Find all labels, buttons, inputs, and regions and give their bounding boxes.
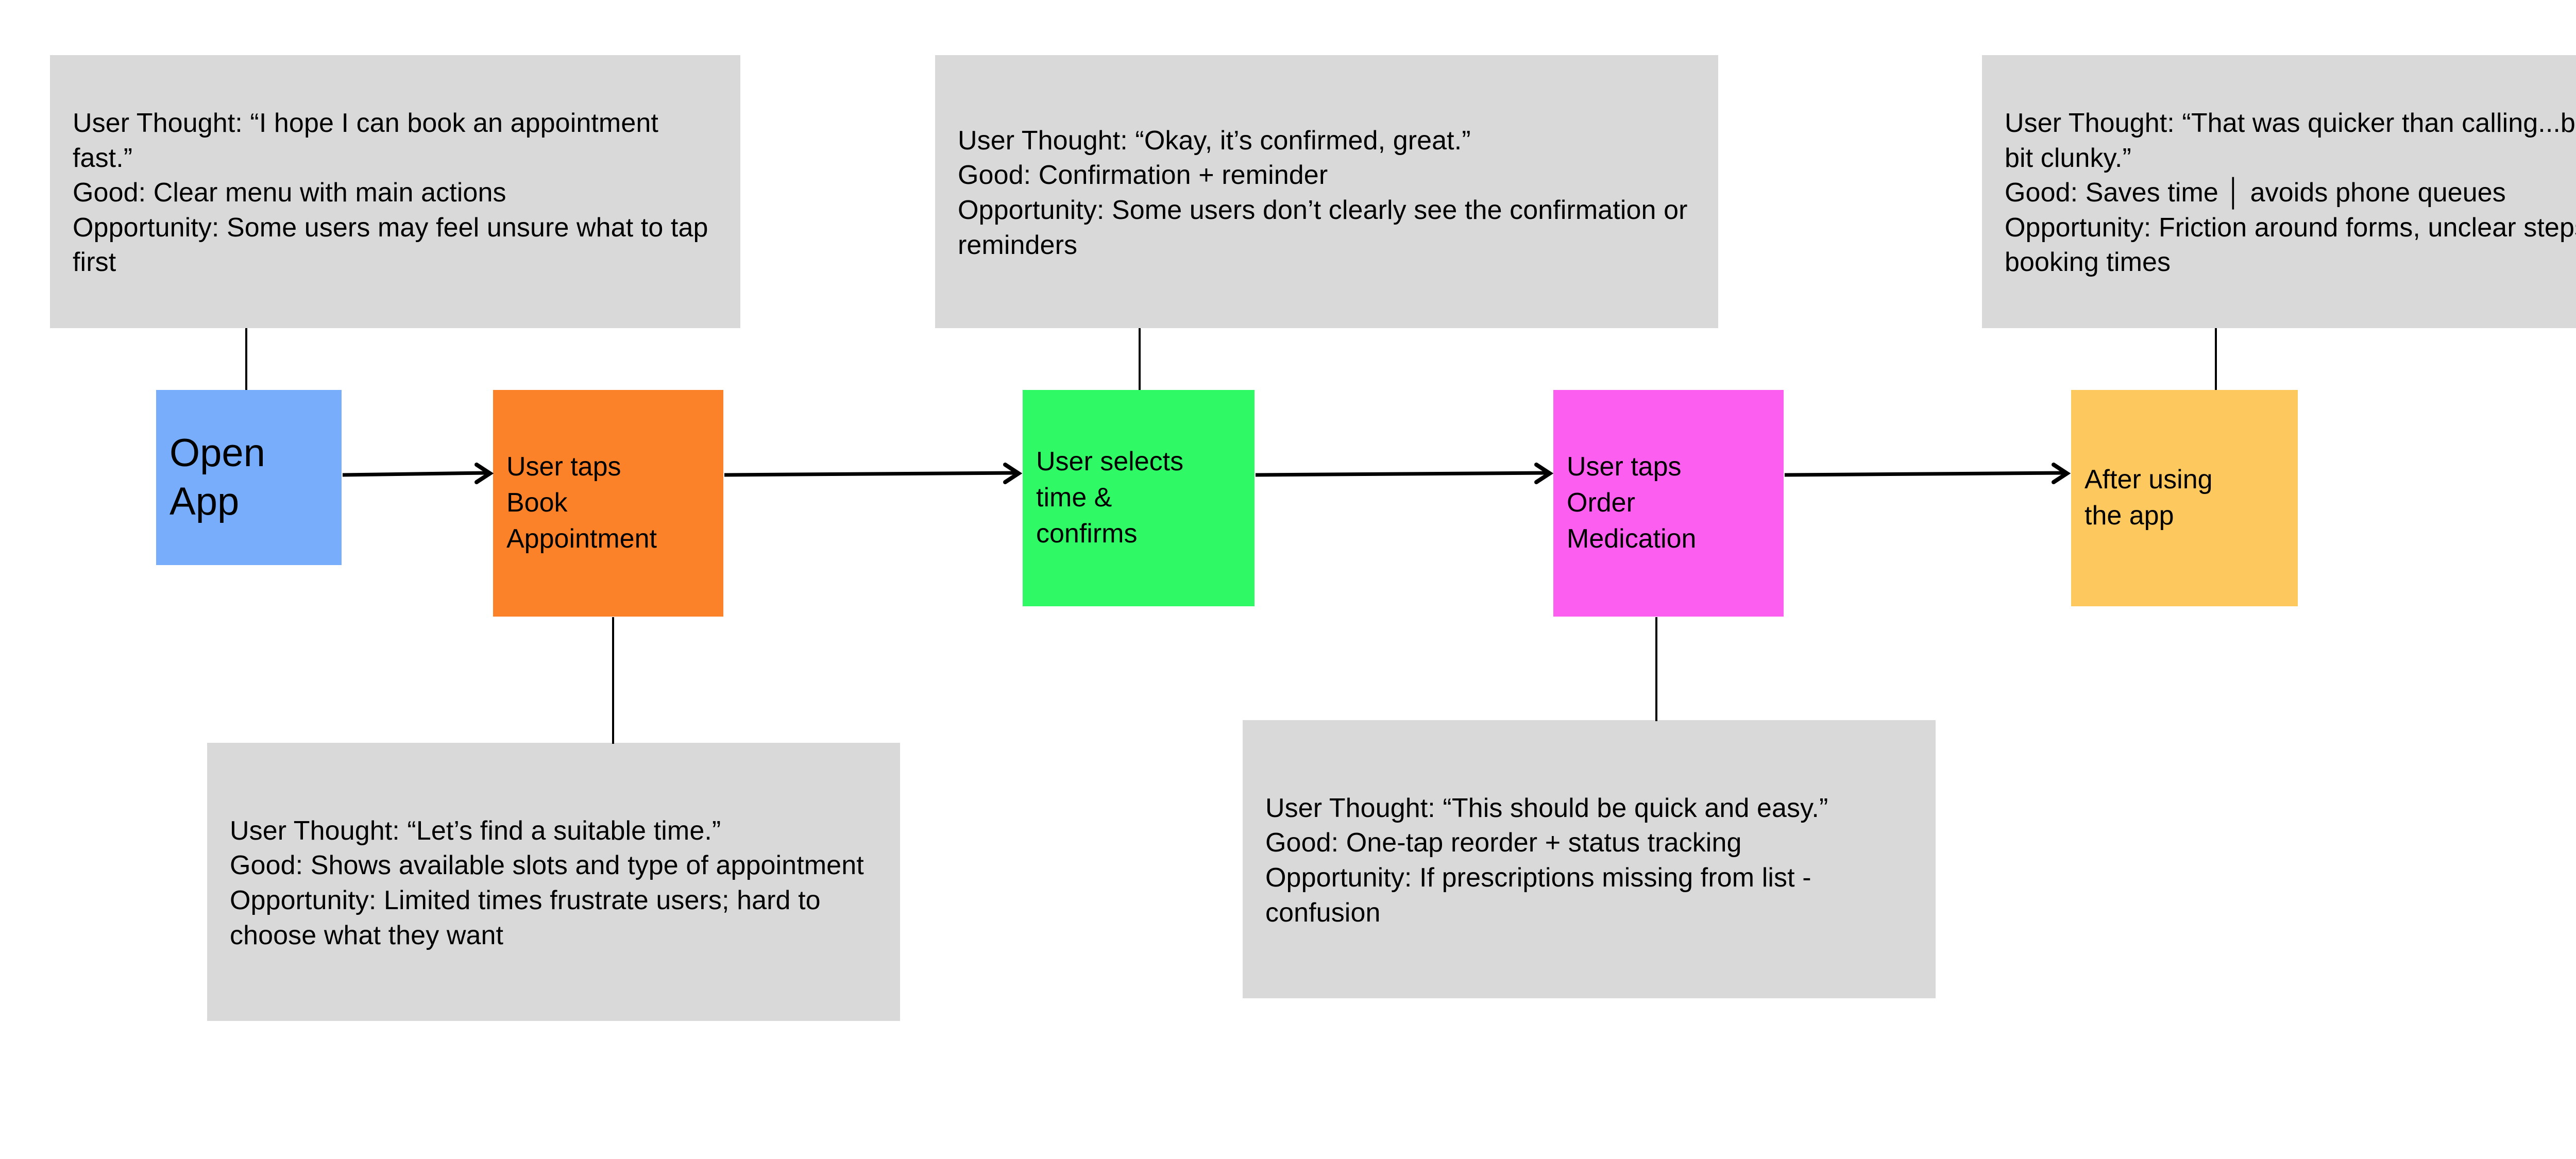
connector-book-appointment — [612, 617, 614, 744]
callout-good: Good: Saves time │ avoids phone queues — [2005, 178, 2506, 208]
callout-good: Good: Confirmation + reminder — [958, 160, 1328, 191]
connector-open-app — [245, 328, 247, 391]
callout-open-app[interactable]: User Thought: “I hope I can book an appo… — [50, 55, 740, 328]
callout-opportunity: Opportunity: Friction around forms, uncl… — [2005, 212, 2576, 278]
stage-label: User taps Order Medication — [1567, 452, 1697, 554]
callout-book-appointment[interactable]: User Thought: “Let’s find a suitable tim… — [207, 743, 900, 1021]
stage-select-time[interactable]: User selects time & confirms — [1023, 390, 1255, 606]
stage-label: Open App — [170, 431, 265, 523]
callout-thought: User Thought: “Let’s find a suitable tim… — [230, 815, 721, 846]
connector-after-using — [2215, 328, 2217, 391]
callout-good: Good: Clear menu with main actions — [73, 178, 506, 208]
callout-good: Good: Shows available slots and type of … — [230, 850, 864, 881]
stage-open-app[interactable]: Open App — [156, 390, 342, 565]
callout-opportunity: Opportunity: Some users don’t clearly se… — [958, 195, 1696, 260]
callout-thought: User Thought: “Okay, it’s confirmed, gre… — [958, 125, 1471, 156]
callout-opportunity: Opportunity: If prescriptions missing fr… — [1265, 863, 1819, 928]
callout-good: Good: One-tap reorder + status tracking — [1265, 828, 1742, 858]
connector-select-time — [1139, 328, 1141, 391]
callout-thought: User Thought: “I hope I can book an appo… — [73, 108, 666, 173]
stage-label: User taps Book Appointment — [506, 452, 657, 554]
stage-book-appointment[interactable]: User taps Book Appointment — [493, 390, 723, 617]
callout-opportunity: Opportunity: Limited times frustrate use… — [230, 885, 828, 950]
stage-order-medication[interactable]: User taps Order Medication — [1553, 390, 1784, 617]
stage-label: After using the app — [2084, 465, 2213, 531]
callout-thought: User Thought: “That was quicker than cal… — [2005, 108, 2576, 173]
callout-select-time[interactable]: User Thought: “Okay, it’s confirmed, gre… — [935, 55, 1718, 328]
callout-order-medication[interactable]: User Thought: “This should be quick and … — [1243, 720, 1936, 998]
callout-thought: User Thought: “This should be quick and … — [1265, 793, 1828, 823]
arrow-select-time-to-order-medication — [1255, 458, 1556, 489]
stage-after-using[interactable]: After using the app — [2071, 390, 2298, 606]
arrow-book-appointment-to-select-time — [723, 458, 1025, 489]
arrow-open-app-to-book-appointment — [342, 458, 496, 489]
callout-after-using[interactable]: User Thought: “That was quicker than cal… — [1982, 55, 2576, 328]
connector-order-medication — [1655, 617, 1657, 721]
arrow-order-medication-to-after-using — [1784, 458, 2073, 489]
callout-opportunity: Opportunity: Some users may feel unsure … — [73, 212, 716, 278]
stage-label: User selects time & confirms — [1036, 447, 1184, 549]
